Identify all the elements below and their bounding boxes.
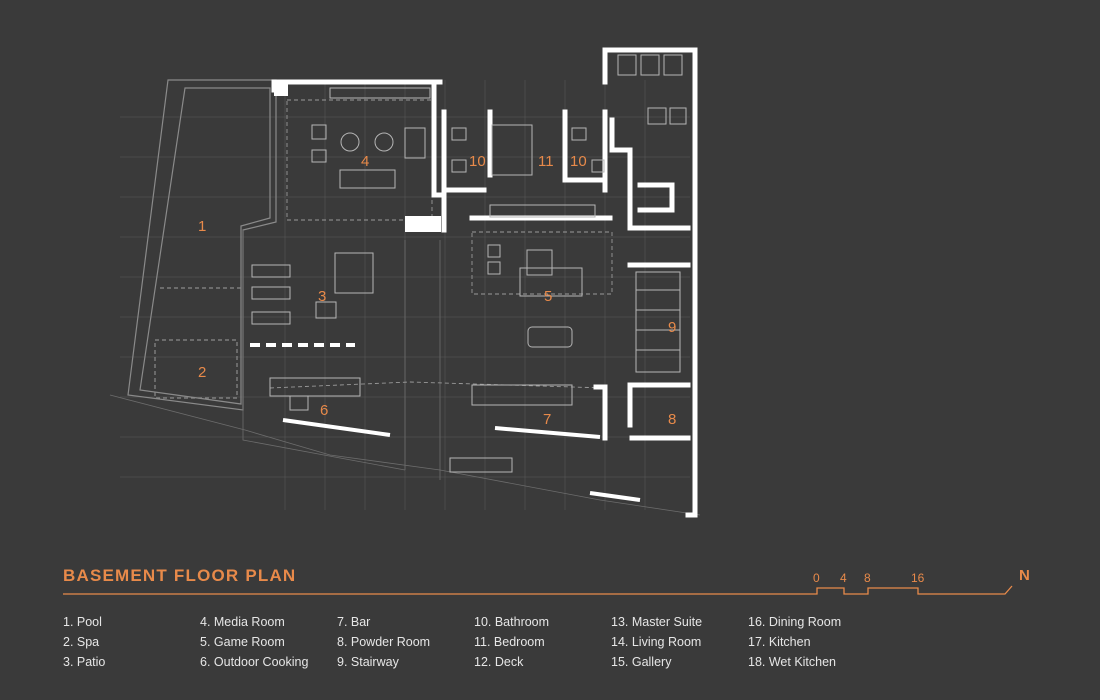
legend-item: 2. Spa (63, 635, 100, 649)
legend-item: 13. Master Suite (611, 615, 703, 629)
furniture (251, 54, 687, 473)
scale-mark-16: 16 (911, 571, 925, 585)
scale-mark-8: 8 (864, 571, 871, 585)
room-number-bedroom: 11 (538, 153, 554, 170)
room-numbers: 1 2 3 4 5 6 7 8 9 10 10 11 (198, 153, 676, 428)
legend-item: 7. Bar (337, 615, 371, 629)
floor-plan-drawing: 1 2 3 4 5 6 7 8 9 10 10 11 (109, 47, 701, 518)
title-rule (63, 585, 1013, 595)
exterior-walls (250, 80, 641, 502)
legend-item: 12. Deck (474, 655, 524, 669)
legend-column: 10. Bathroom 11. Bedroom 12. Deck (474, 612, 614, 672)
scale-mark-0: 0 (813, 571, 820, 585)
legend-item: 1. Pool (63, 615, 102, 629)
legend-column: 16. Dining Room 17. Kitchen 18. Wet Kitc… (748, 612, 888, 672)
legend-item: 17. Kitchen (748, 635, 811, 649)
legend-item: 8. Powder Room (337, 635, 431, 649)
legend-item: 14. Living Room (611, 635, 702, 649)
room-number-media-room: 4 (361, 153, 369, 170)
scale-mark-4: 4 (840, 571, 847, 585)
room-number-stairway: 9 (668, 319, 676, 336)
legend: 1. Pool 2. Spa 3. Patio 4. Media Room 5.… (63, 612, 963, 682)
legend-item: 5. Game Room (200, 635, 285, 649)
room-number-bar: 7 (543, 411, 551, 428)
legend-item: 10. Bathroom (474, 615, 550, 629)
walls (271, 47, 698, 518)
plan-title: BASEMENT FLOOR PLAN (63, 566, 297, 585)
legend-item: 18. Wet Kitchen (748, 655, 837, 669)
legend-item: 3. Patio (63, 655, 106, 669)
room-number-spa: 2 (198, 364, 206, 381)
room-number-bathroom-right: 10 (570, 153, 587, 170)
room-number-game-room: 5 (544, 288, 552, 305)
legend-column: 13. Master Suite 14. Living Room 15. Gal… (611, 612, 751, 672)
legend-column: 1. Pool 2. Spa 3. Patio (63, 612, 203, 672)
legend-column: 4. Media Room 5. Game Room 6. Outdoor Co… (200, 612, 340, 672)
site-boundary (109, 230, 701, 516)
legend-item: 9. Stairway (337, 655, 399, 669)
room-number-outdoor-cooking: 6 (320, 402, 328, 419)
room-number-patio: 3 (318, 288, 326, 305)
legend-item: 16. Dining Room (748, 615, 842, 629)
legend-item: 6. Outdoor Cooking (200, 655, 309, 669)
legend-item: 15. Gallery (611, 655, 672, 669)
legend-item: 4. Media Room (200, 615, 285, 629)
room-number-bathroom-left: 10 (469, 153, 486, 170)
legend-item: 11. Bedroom (474, 635, 545, 649)
north-arrow-label: N (1019, 567, 1030, 584)
pool-outline (127, 79, 277, 411)
legend-column: 7. Bar 8. Powder Room 9. Stairway (337, 612, 477, 672)
room-number-pool: 1 (198, 218, 206, 235)
room-number-powder-room: 8 (668, 411, 676, 428)
